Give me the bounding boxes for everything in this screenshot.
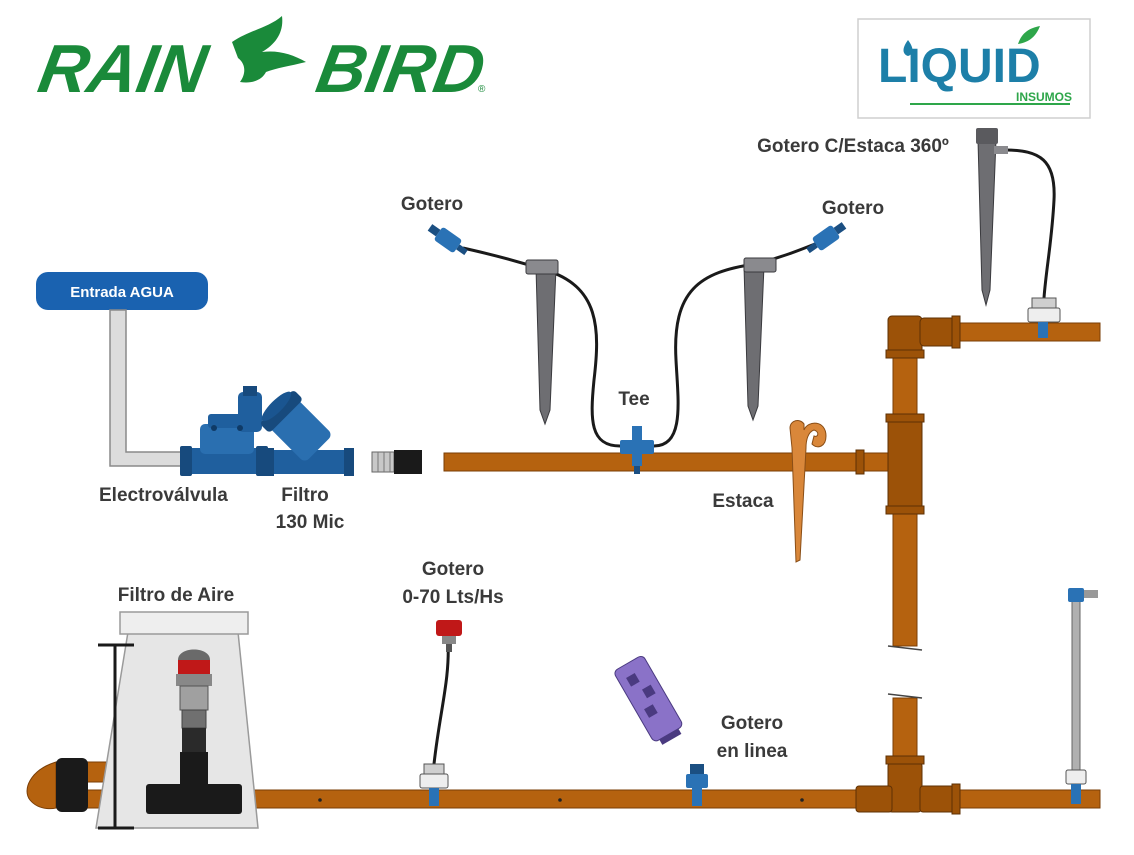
tee-fitting — [620, 426, 654, 474]
dripper-left — [427, 224, 468, 256]
pipe-adapter — [371, 450, 422, 474]
rainbird-logo-left: RAIN — [33, 30, 214, 106]
tee-label: Tee — [618, 389, 649, 410]
bottom-connector-right — [1065, 588, 1098, 804]
water-inlet: Entrada AGUA — [36, 272, 208, 467]
pipe-break-mark — [887, 693, 923, 699]
inlet-pipe — [109, 309, 191, 467]
liquid-logo-subtext: INSUMOS — [1016, 90, 1072, 104]
gotero-linea-label-line2: en linea — [717, 741, 788, 762]
solenoid-valve — [180, 386, 268, 476]
inline-dripper-purple — [614, 655, 683, 745]
height-bracket — [98, 643, 134, 830]
electrovalvula-label: Electroválvula — [99, 485, 228, 506]
stake-left — [525, 259, 559, 426]
rainbird-logo-right: BIRD — [311, 30, 491, 106]
inline-dripper-blue — [686, 764, 708, 806]
drip-tubes — [432, 148, 1056, 765]
gotero-right-label: Gotero — [822, 198, 884, 219]
filter — [261, 391, 354, 476]
adjustable-dripper — [436, 620, 462, 652]
leaf-icon — [1018, 26, 1040, 44]
gotero-070-label-line2: 0-70 Lts/Hs — [402, 587, 503, 608]
gotero-070-label-line1: Gotero — [422, 559, 484, 580]
gotero-linea-label-line1: Gotero — [721, 713, 783, 734]
gotero-left-label: Gotero — [401, 194, 463, 215]
pipe-end-bend — [26, 758, 88, 812]
branch-top — [955, 322, 1101, 342]
rainbird-logo: RAIN BIRD ® — [33, 16, 491, 107]
liquid-logo: LIQUID INSUMOS — [857, 18, 1091, 119]
entrada-agua-badge — [36, 272, 208, 310]
drop-icon — [903, 40, 913, 56]
bottom-connector-left — [419, 763, 449, 806]
bird-icon — [232, 16, 306, 83]
pipe-break-mark — [887, 645, 923, 651]
registered-mark: ® — [478, 84, 486, 95]
dripper-right — [806, 222, 847, 254]
liquid-logo-text: LIQUID — [878, 40, 1041, 93]
filtro-aire-label: Filtro de Aire — [118, 585, 234, 606]
gotero-estaca-label: Gotero C/Estaca 360º — [757, 136, 949, 157]
stake-right — [743, 257, 777, 422]
entrada-agua-label: Entrada AGUA — [70, 284, 174, 301]
filtro-label-line2: 130 Mic — [276, 512, 345, 533]
branch-connector-top — [1027, 297, 1061, 338]
estaca-label: Estaca — [712, 491, 774, 512]
air-filter-box — [95, 611, 259, 829]
stake-360 — [976, 128, 1008, 307]
air-valve — [146, 649, 242, 814]
estaca-stake — [789, 420, 827, 563]
pipe-fittings — [855, 315, 961, 815]
filtro-label-line1: Filtro — [281, 485, 329, 506]
